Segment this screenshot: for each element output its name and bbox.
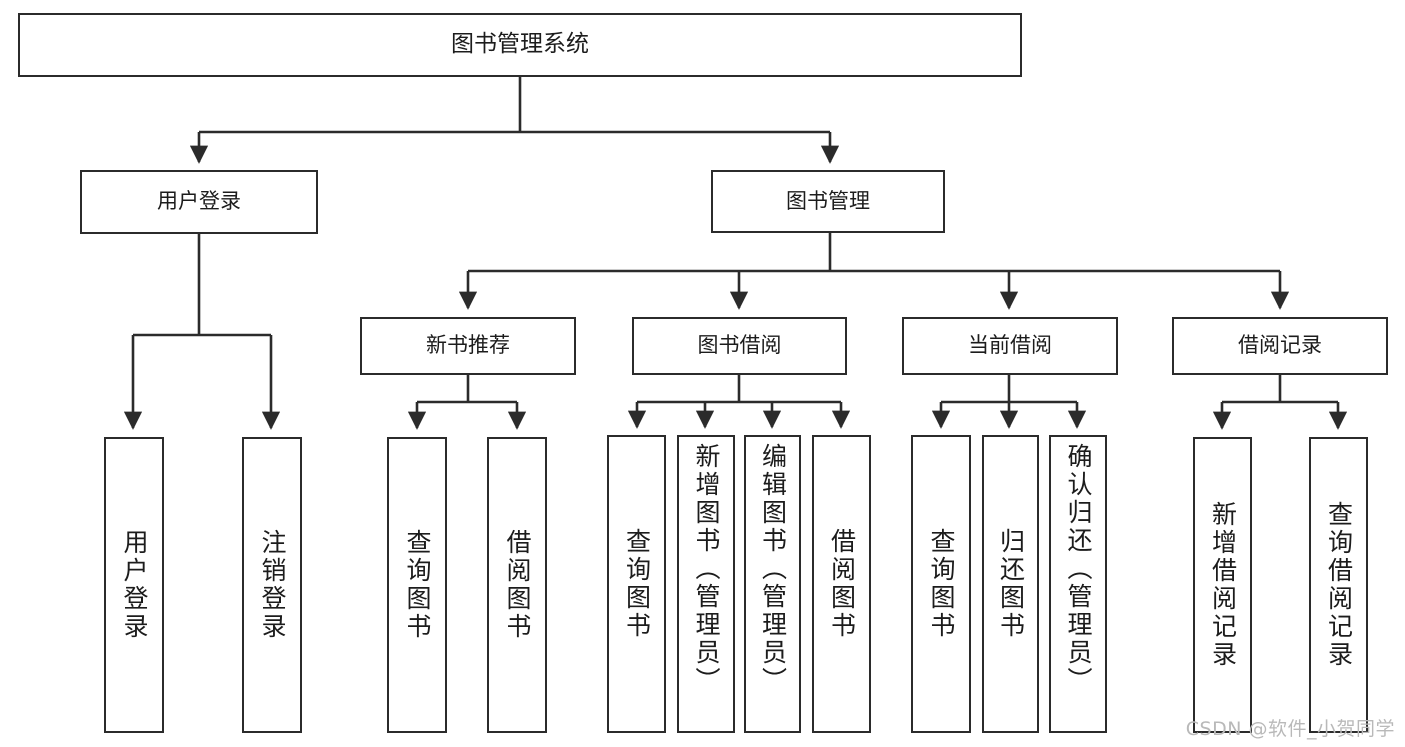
node-current-borrow[interactable]: 当前借阅 [902,317,1118,375]
node-leaf-query-book-borrow[interactable]: 查询图书 [607,435,666,733]
node-leaf-query-book-current[interactable]: 查询图书 [911,435,971,733]
node-leaf-return-book[interactable]: 归还图书 [982,435,1039,733]
node-new-book-recommend[interactable]: 新书推荐 [360,317,576,375]
node-leaf-borrow-book-recommend[interactable]: 借阅图书 [487,437,547,733]
node-leaf-add-book-admin[interactable]: 新增图书（管理员） [677,435,735,733]
node-leaf-edit-book-admin[interactable]: 编辑图书（管理员） [744,435,801,733]
node-leaf-query-borrow-record[interactable]: 查询借阅记录 [1309,437,1368,733]
node-leaf-confirm-return-admin[interactable]: 确认归还（管理员） [1049,435,1107,733]
node-root-book-management-system[interactable]: 图书管理系统 [18,13,1022,77]
node-book-management[interactable]: 图书管理 [711,170,945,233]
node-leaf-query-book-recommend[interactable]: 查询图书 [387,437,447,733]
node-user-login[interactable]: 用户登录 [80,170,318,234]
node-book-borrow[interactable]: 图书借阅 [632,317,847,375]
node-leaf-add-borrow-record[interactable]: 新增借阅记录 [1193,437,1252,733]
node-leaf-borrow-book-borrow[interactable]: 借阅图书 [812,435,871,733]
node-leaf-user-logout[interactable]: 注销登录 [242,437,302,733]
node-leaf-user-login[interactable]: 用户登录 [104,437,164,733]
csdn-watermark: CSDN @软件_小贺同学 [1185,718,1395,740]
node-borrow-record[interactable]: 借阅记录 [1172,317,1388,375]
